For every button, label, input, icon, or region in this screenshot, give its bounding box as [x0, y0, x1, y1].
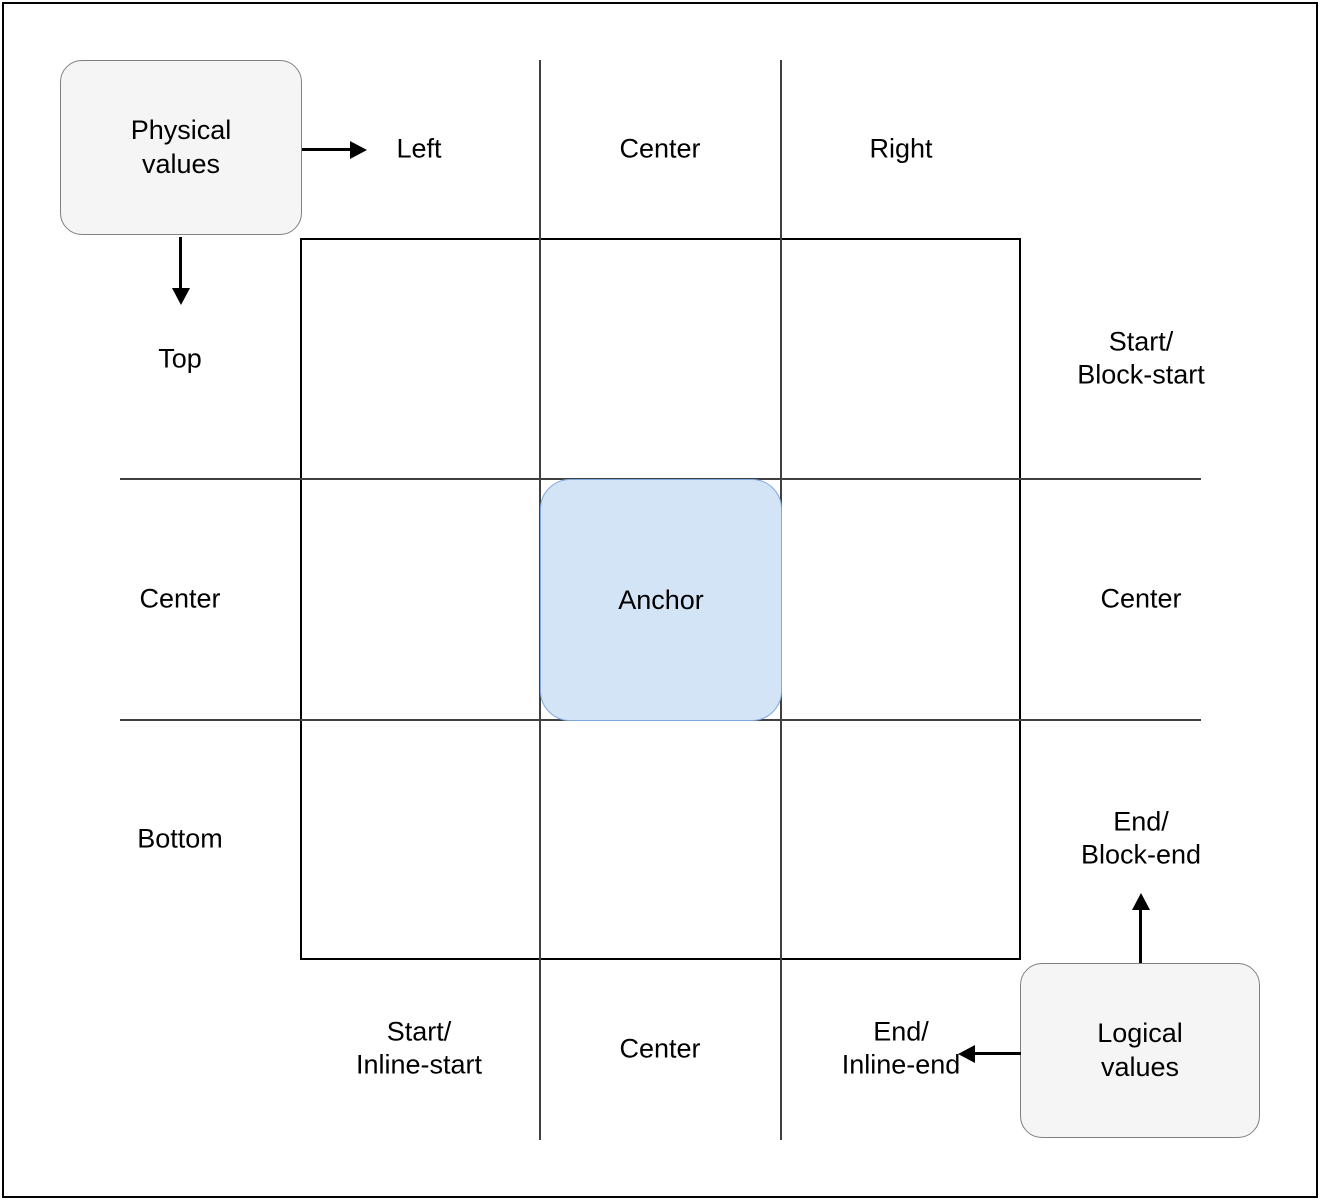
arrow-logical-to-inline-end-head-icon [958, 1045, 975, 1063]
right-label-block-end: End/ Block-end [1080, 806, 1202, 870]
right-label-block-start: Start/ Block-start [1077, 326, 1205, 390]
arrow-logical-to-block-end-line [1139, 905, 1142, 963]
arrow-physical-to-left-head-icon [350, 141, 367, 159]
top-label-center: Center [619, 133, 701, 164]
top-label-left: Left [396, 133, 442, 164]
physical-values-callout[interactable]: Physical values [60, 60, 302, 235]
bottom-label-inline-end: End/ Inline-end [841, 1016, 961, 1080]
bottom-label-inline-start: Start/ Inline-start [355, 1016, 483, 1080]
top-label-right: Right [869, 133, 933, 164]
anchor-grid-box [300, 238, 1021, 960]
left-label-bottom: Bottom [137, 823, 223, 854]
right-label-center: Center [1100, 583, 1182, 614]
left-label-center: Center [139, 583, 221, 614]
logical-values-callout[interactable]: Logical values [1020, 963, 1260, 1138]
arrow-logical-to-block-end-head-icon [1132, 893, 1150, 910]
arrow-logical-to-inline-end-line [975, 1052, 1021, 1055]
bottom-label-center: Center [619, 1033, 701, 1064]
arrow-physical-to-left-line [302, 148, 352, 151]
arrow-physical-to-top-line [179, 237, 182, 292]
left-label-top: Top [158, 343, 202, 374]
arrow-physical-to-top-head-icon [172, 288, 190, 305]
anchor-box[interactable]: Anchor [540, 479, 782, 721]
anchor-label: Anchor [618, 584, 704, 615]
